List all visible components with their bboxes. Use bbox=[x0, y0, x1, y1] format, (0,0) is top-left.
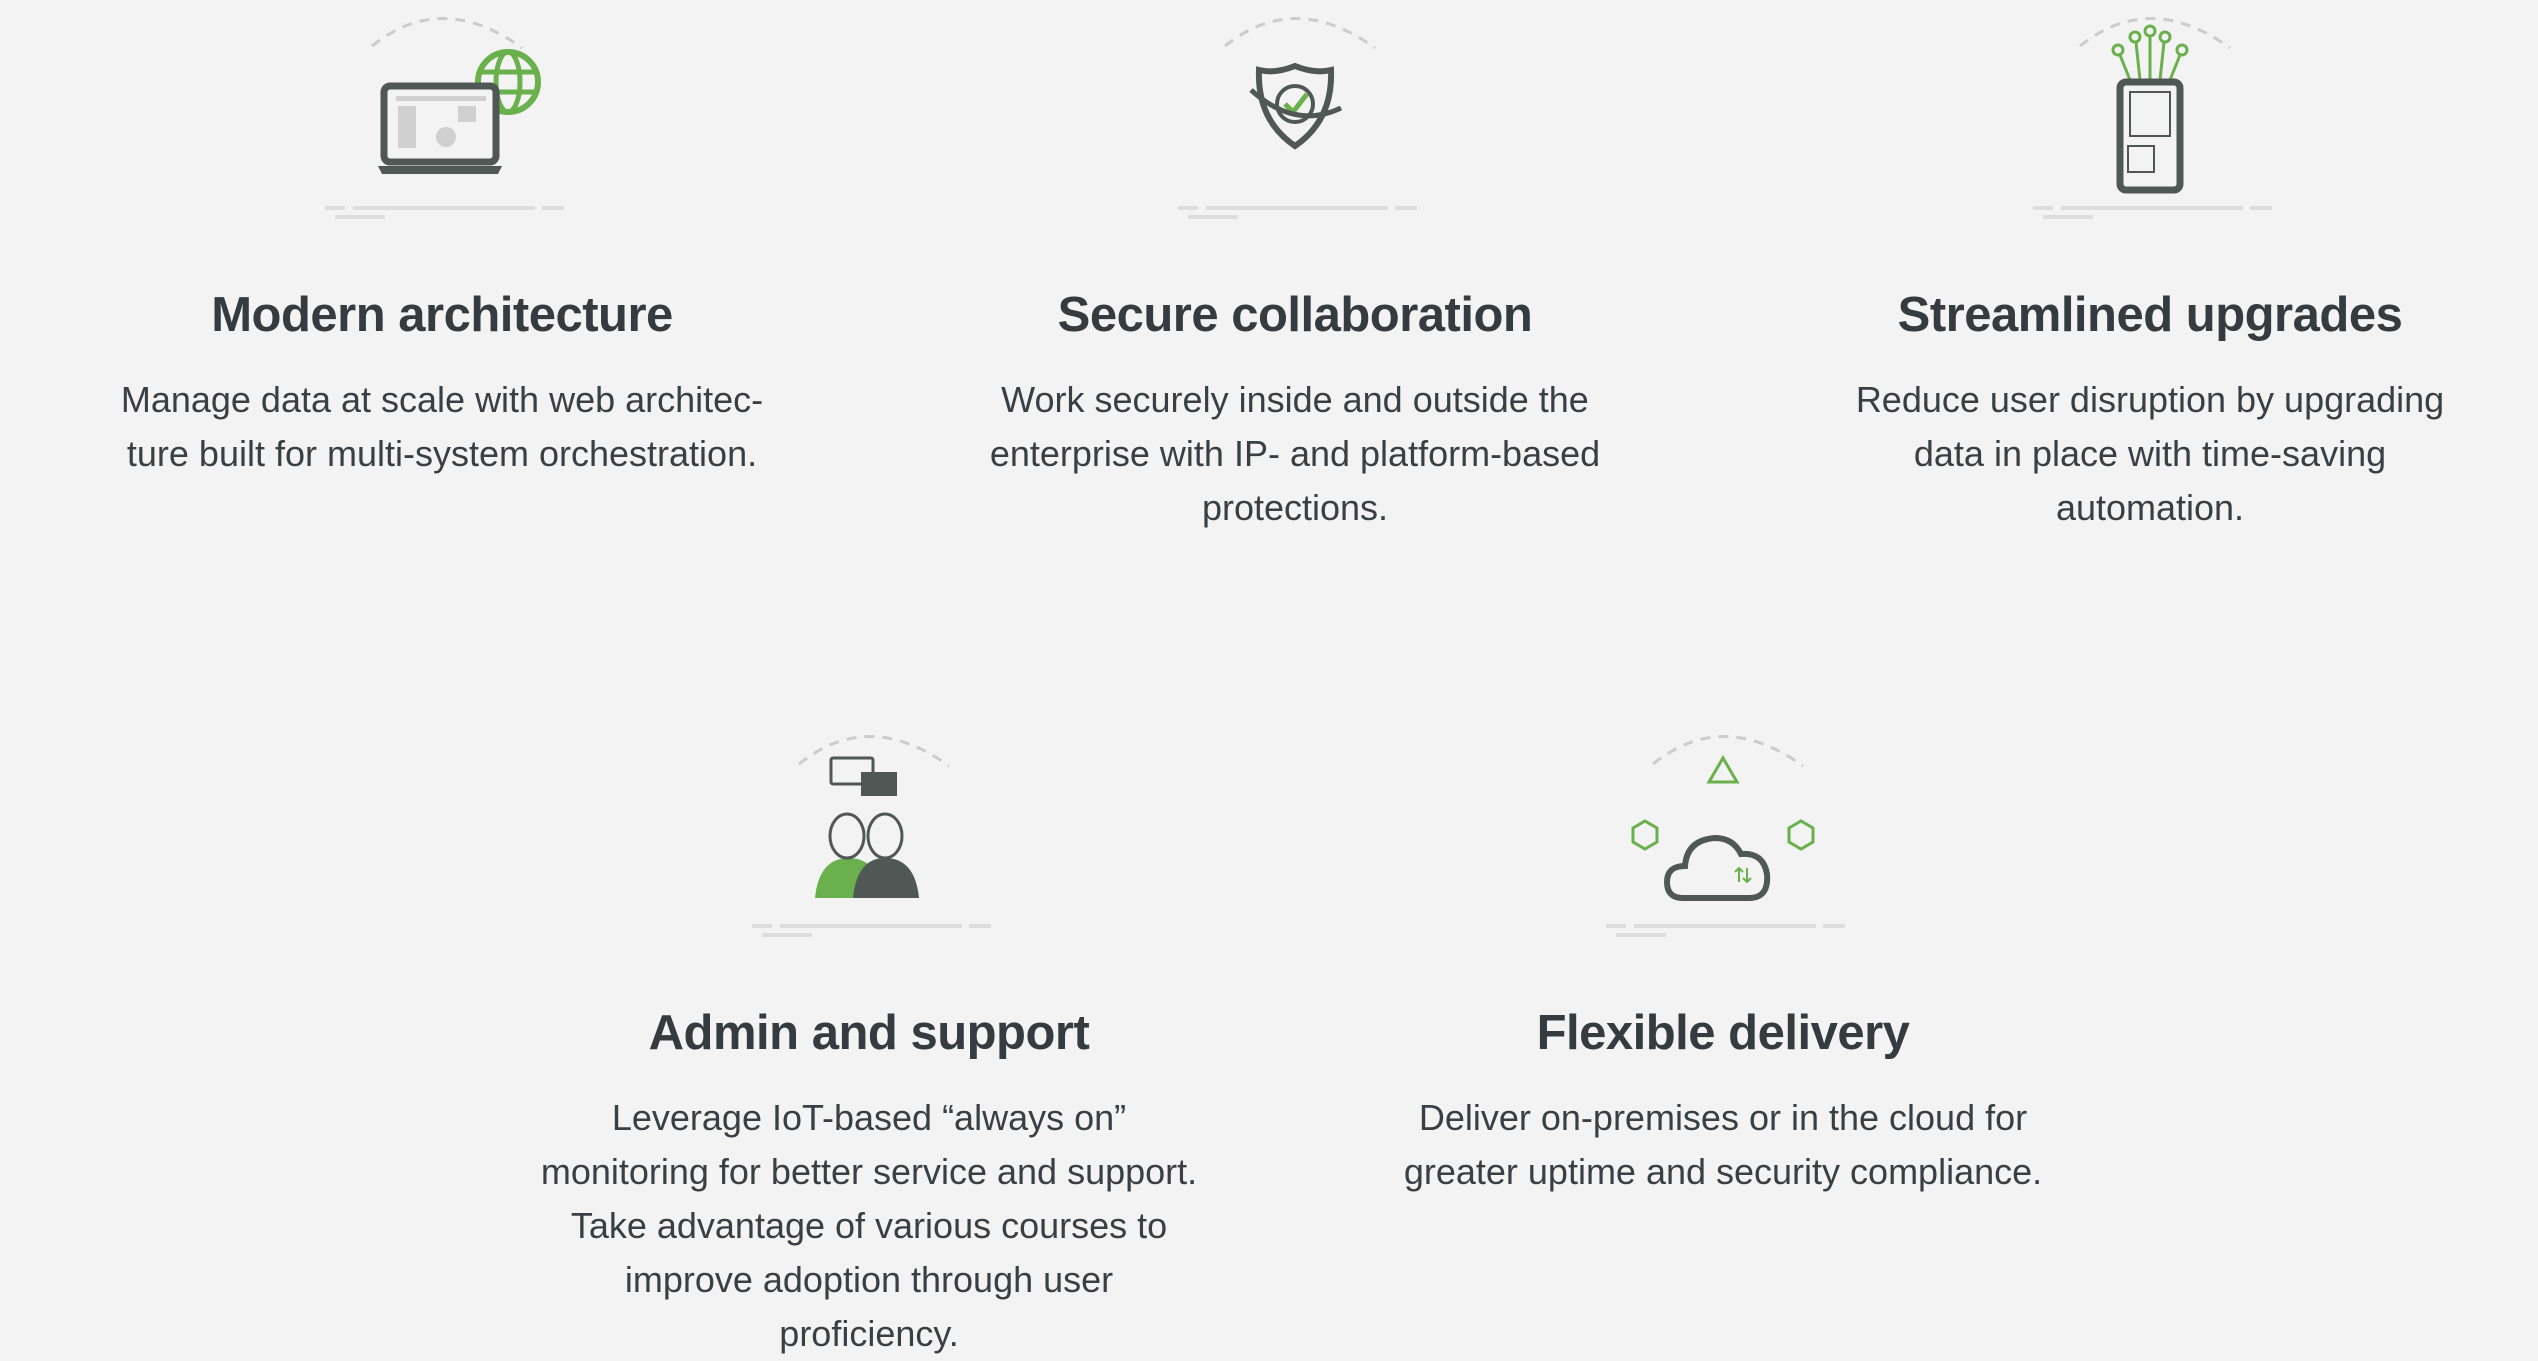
feature-title: Secure collaboration bbox=[1057, 288, 1533, 342]
feature-flexible-delivery: Flexible delivery Deliver on-premises or… bbox=[1343, 718, 2103, 1192]
description-line: proficiency. bbox=[779, 1313, 959, 1354]
feature-secure-collaboration: Secure collaboration Work securely insid… bbox=[915, 0, 1675, 528]
description-line: data in place with time-saving bbox=[1913, 433, 2387, 474]
support-people-icon bbox=[752, 735, 991, 937]
feature-title: Modern architecture bbox=[211, 288, 673, 342]
feature-title: Flexible delivery bbox=[1536, 1006, 1910, 1060]
description-line: monitoring for better service and suppor… bbox=[540, 1151, 1198, 1192]
feature-modern-architecture: Modern architecture Manage data at scale… bbox=[62, 0, 822, 474]
feature-description: Manage data at scale with web architec- … bbox=[62, 373, 822, 481]
description-line: Reduce user disruption by upgrading bbox=[1855, 379, 2445, 420]
laptop-globe-icon bbox=[325, 17, 564, 219]
description-line: improve adoption through user bbox=[624, 1259, 1114, 1300]
feature-title: Admin and support bbox=[648, 1006, 1090, 1060]
description-line: Work securely inside and outside the bbox=[1001, 379, 1589, 420]
description-line: Leverage IoT-based “always on” bbox=[611, 1097, 1127, 1138]
description-line: Deliver on-premises or in the cloud for bbox=[1418, 1097, 2028, 1138]
feature-admin-and-support: Admin and support Leverage IoT-based “al… bbox=[489, 718, 1249, 1354]
description-line: enterprise with IP- and platform-based bbox=[989, 433, 1601, 474]
feature-description: Deliver on-premises or in the cloud for … bbox=[1343, 1091, 2103, 1199]
description-line: greater uptime and security compliance. bbox=[1403, 1151, 2043, 1192]
description-line: protections. bbox=[1201, 487, 1389, 528]
description-line: Take advantage of various courses to bbox=[570, 1205, 1168, 1246]
feature-description: Work securely inside and outside the ent… bbox=[915, 373, 1675, 535]
feature-description: Leverage IoT-based “always on” monitorin… bbox=[489, 1091, 1249, 1361]
feature-description: Reduce user disruption by upgrading data… bbox=[1770, 373, 2530, 535]
feature-title: Streamlined upgrades bbox=[1897, 288, 2403, 342]
cloud-delivery-icon bbox=[1606, 735, 1845, 937]
description-line: ture built for multi-system orchestratio… bbox=[126, 433, 758, 474]
shield-check-icon bbox=[1178, 17, 1417, 219]
description-line: Manage data at scale with web architec- bbox=[120, 379, 764, 420]
description-line: automation. bbox=[2055, 487, 2245, 528]
tablet-upgrade-icon bbox=[2033, 17, 2272, 219]
feature-streamlined-upgrades: Streamlined upgrades Reduce user disrupt… bbox=[1770, 0, 2530, 528]
